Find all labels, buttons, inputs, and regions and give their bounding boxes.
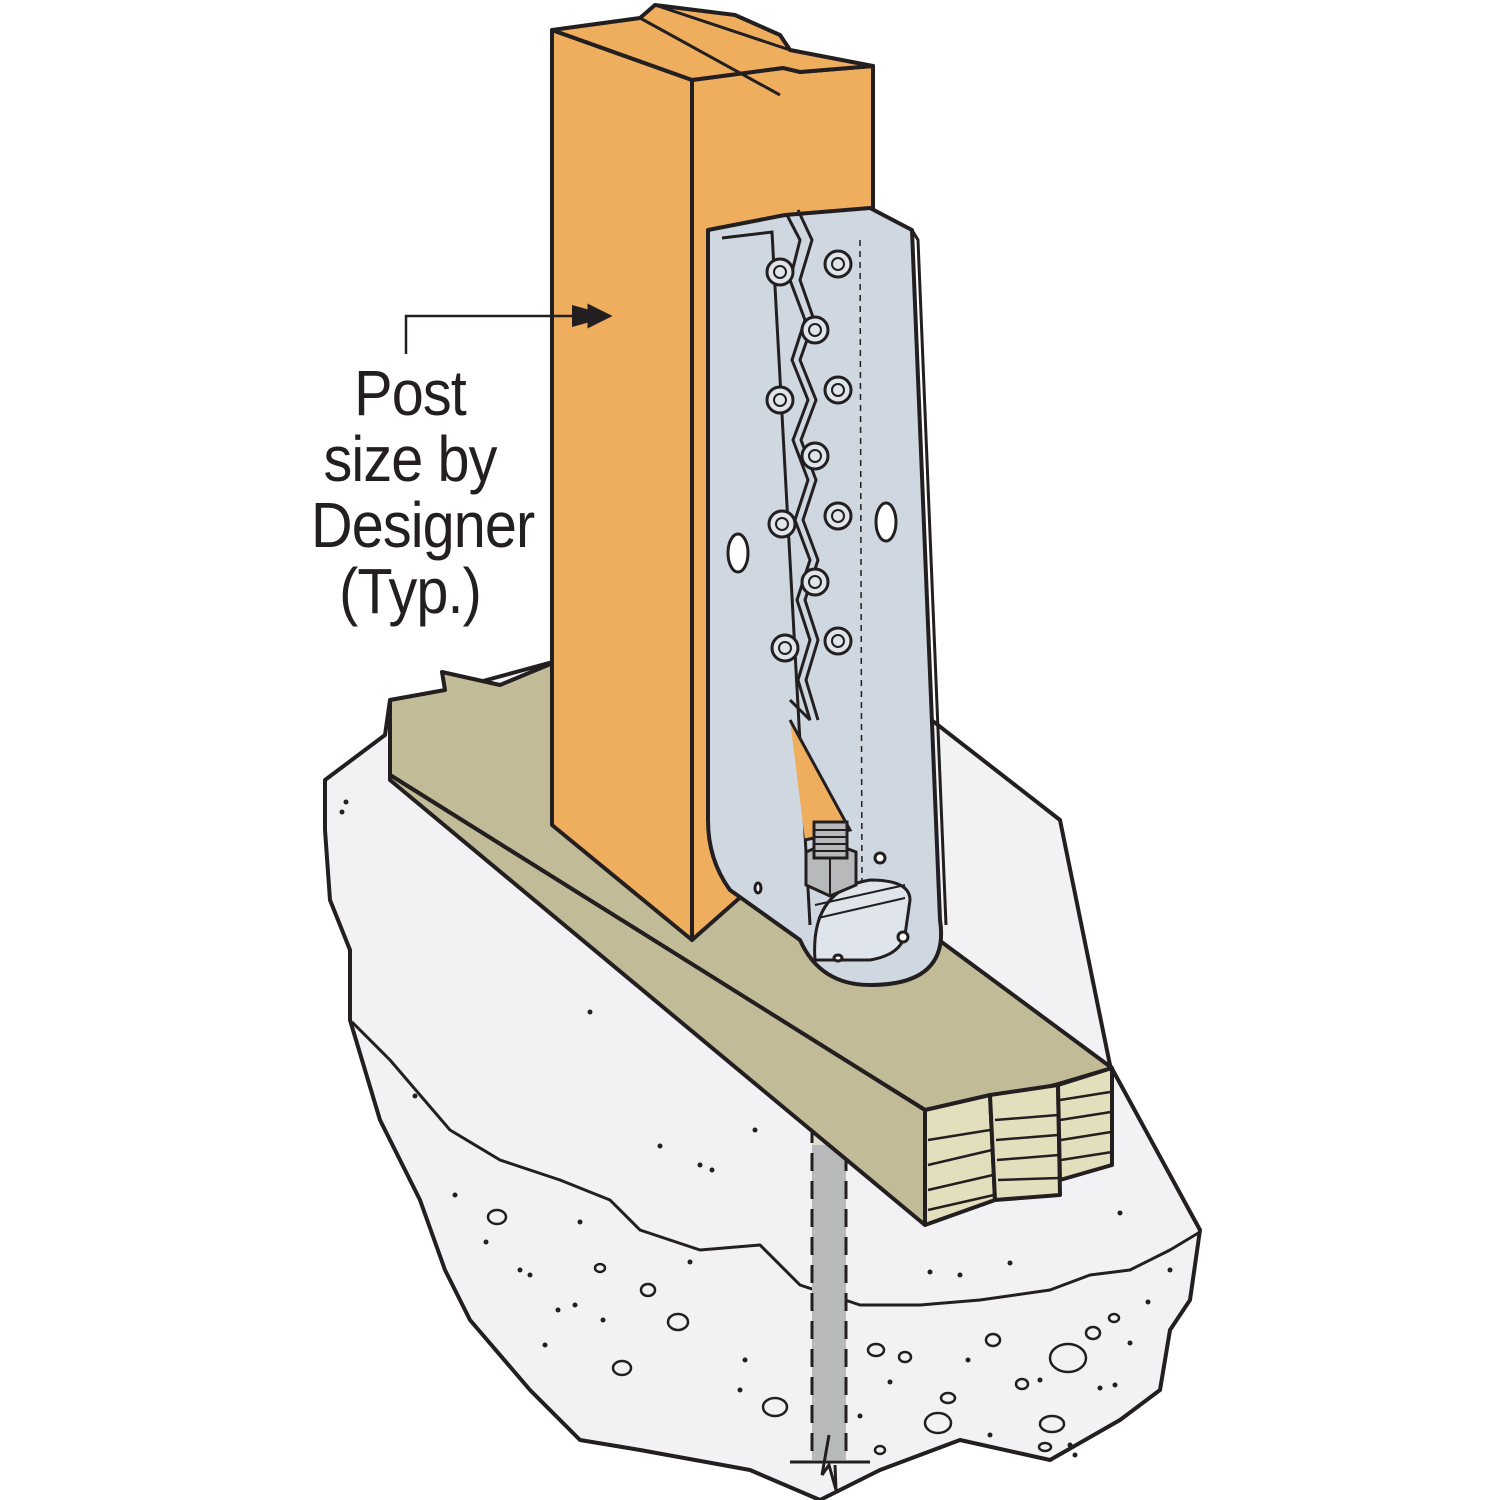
callout-line-3: Designer	[311, 489, 535, 561]
callout-label: Post size by Designer (Typ.)	[311, 357, 535, 627]
holdown-bracket	[706, 206, 948, 987]
callout-line-2: size by	[323, 423, 498, 495]
nut	[804, 820, 858, 898]
aggregate-dots	[339, 799, 1173, 1458]
slot-holes	[726, 501, 910, 963]
callout-leader	[404, 303, 613, 354]
callout-line-1: Post	[354, 357, 467, 429]
screw-heads	[765, 249, 853, 663]
aggregate-pebbles	[486, 1208, 1121, 1456]
callout-line-4: (Typ.)	[339, 555, 482, 627]
